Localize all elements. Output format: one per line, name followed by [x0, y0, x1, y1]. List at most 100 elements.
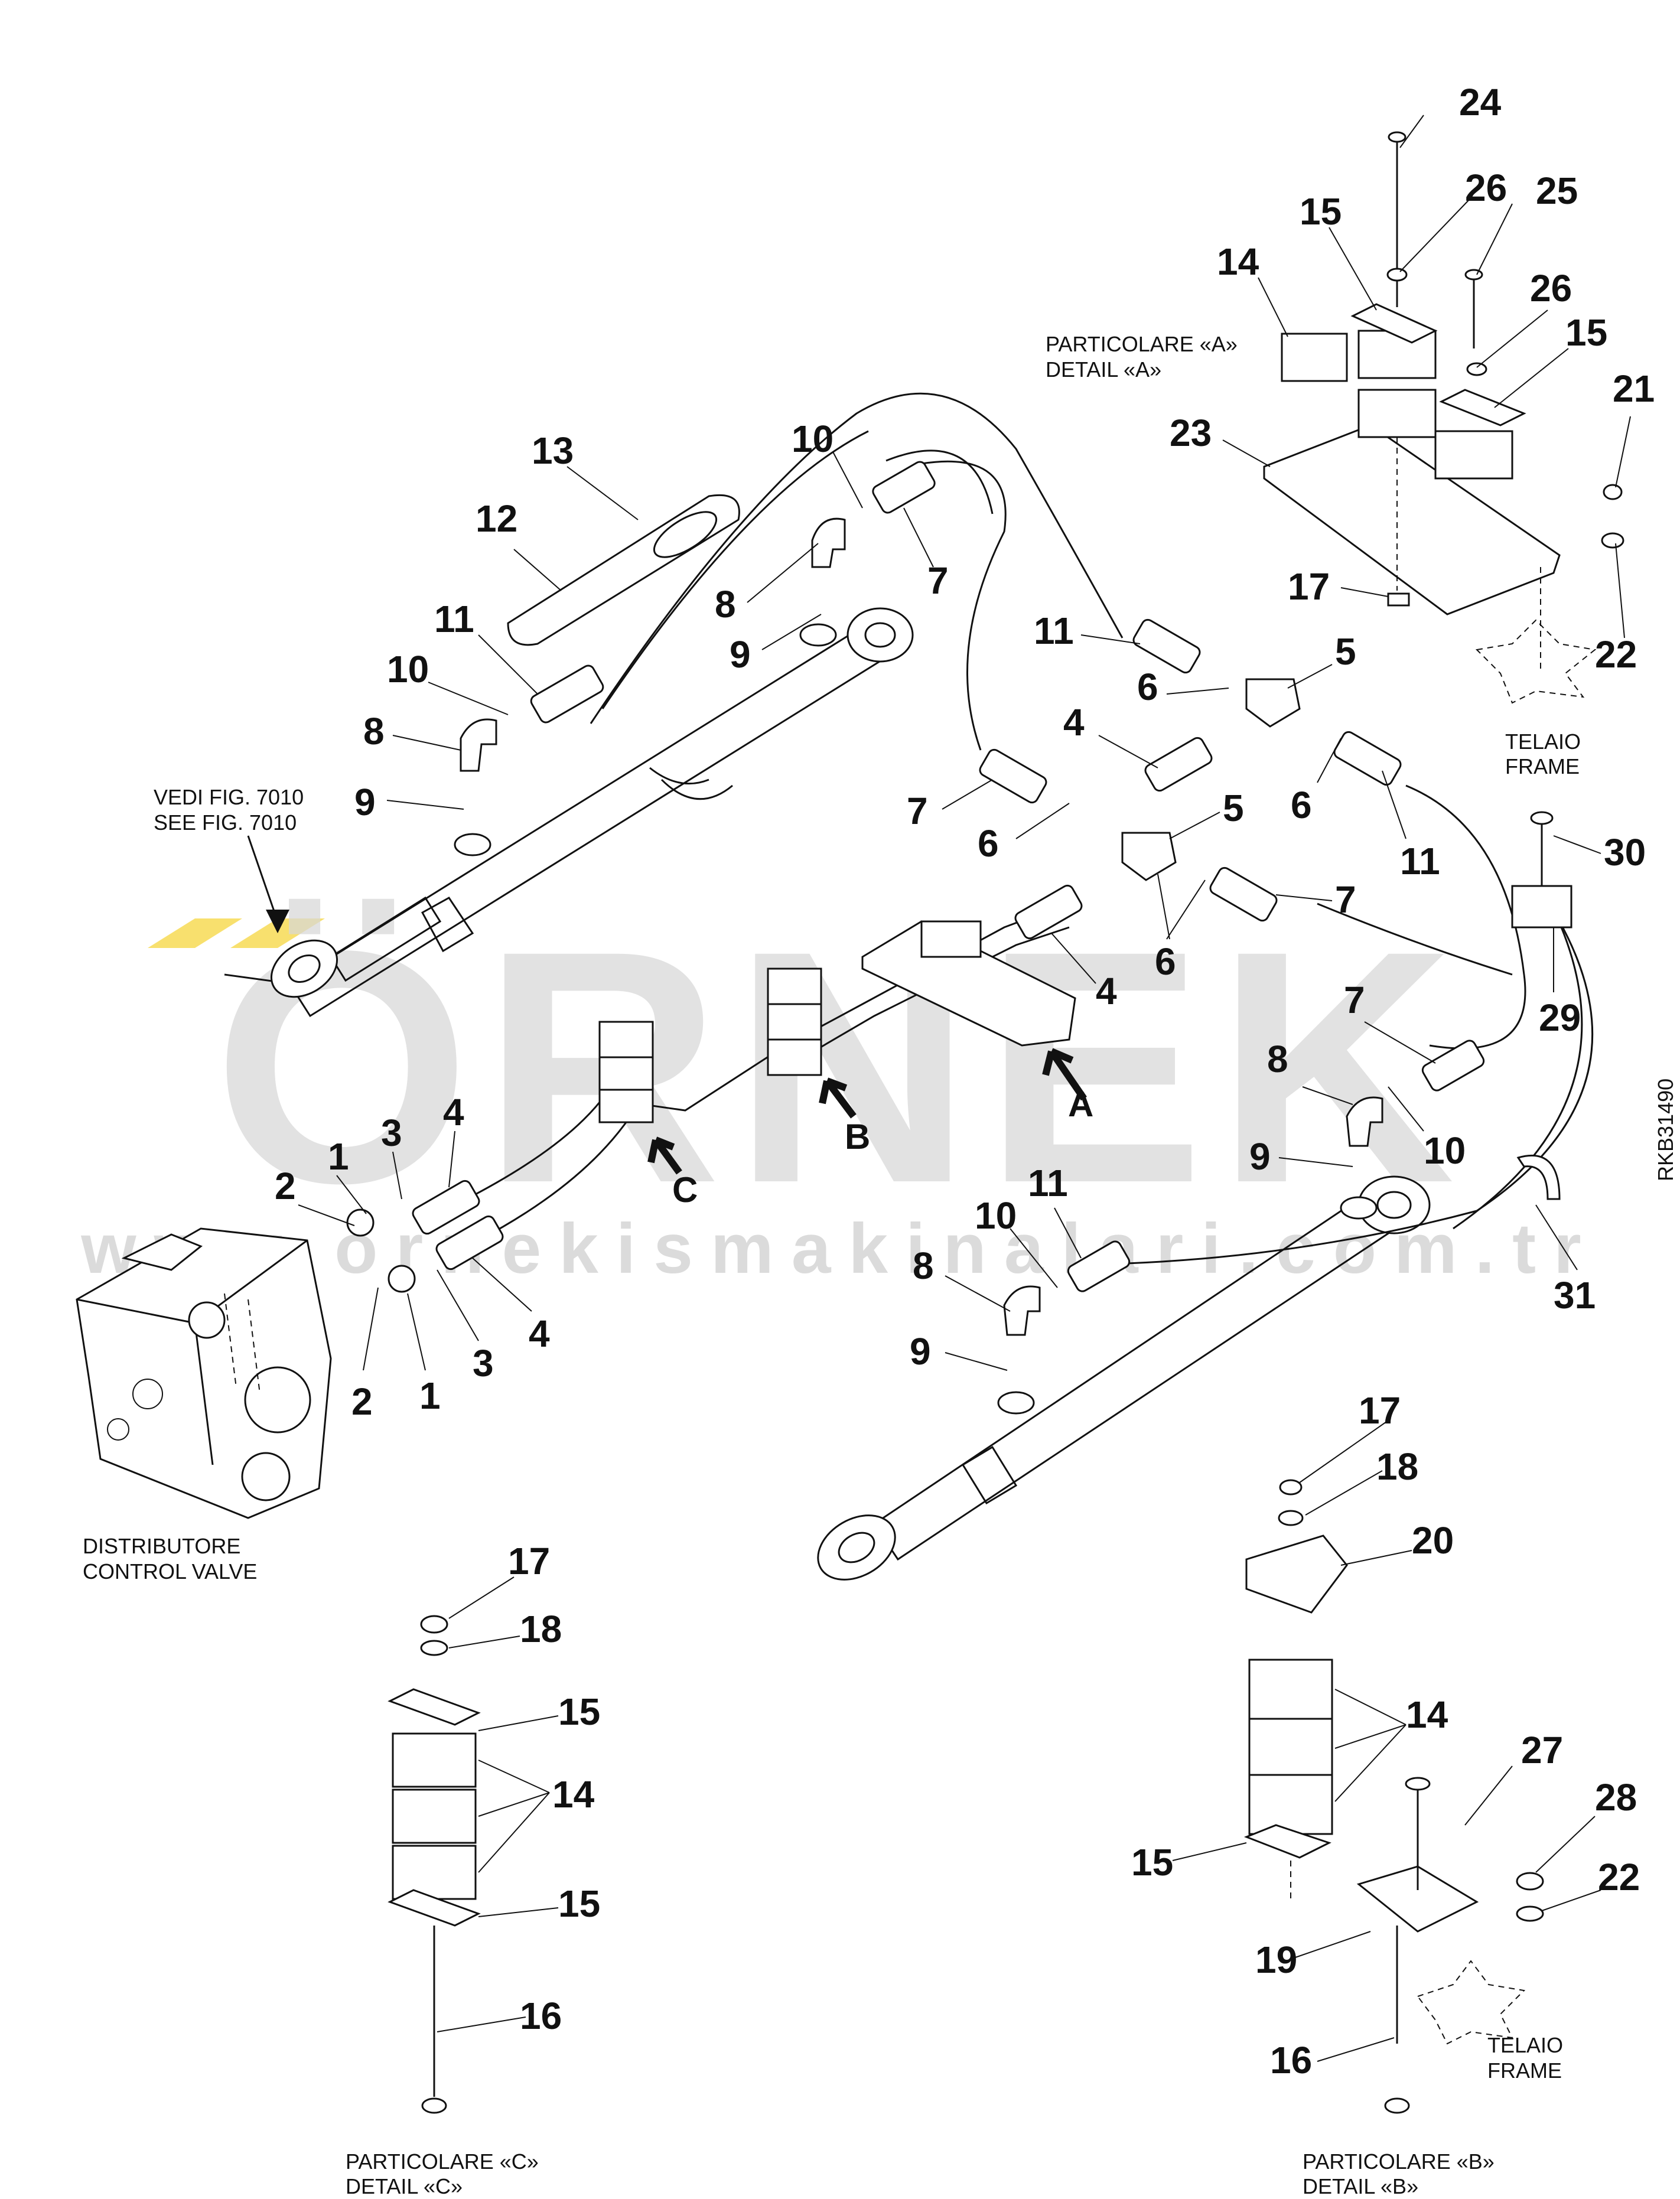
callout: 14 [1217, 240, 1259, 283]
callout: 22 [1595, 633, 1637, 676]
detail-c-caption-line1: PARTICOLARE «C» [346, 2149, 539, 2174]
callout: 2 [351, 1380, 373, 1423]
control-valve [76, 1227, 332, 1519]
callout: 3 [473, 1342, 494, 1384]
view-letter-b: B [845, 1117, 870, 1156]
callout: 7 [1344, 979, 1365, 1021]
callout-numbers: 24 26 25 15 14 26 15 21 23 17 22 13 12 1… [275, 81, 1655, 2081]
callout: 1 [419, 1374, 441, 1417]
control-valve-line1: DISTRIBUTORE [83, 1534, 240, 1558]
clamp-brackets [598, 811, 1572, 1200]
callout: 4 [443, 1091, 464, 1133]
callout: 17 [1288, 565, 1330, 608]
callout: 16 [1270, 2039, 1312, 2081]
callout: 20 [1412, 1519, 1454, 1562]
watermark-url: www.ornekismakinalari.com.tr [80, 1209, 1599, 1288]
callout: 15 [1565, 311, 1607, 354]
callout: 11 [1400, 840, 1440, 882]
callout: 10 [1424, 1129, 1466, 1172]
callout: 13 [532, 429, 574, 472]
callout: 29 [1539, 996, 1581, 1039]
callout: 18 [1376, 1445, 1418, 1488]
callout: 8 [363, 710, 385, 752]
callout: 9 [730, 633, 751, 676]
callout: 7 [907, 790, 928, 832]
callout: 11 [1028, 1162, 1068, 1204]
callout: 23 [1170, 412, 1212, 454]
frame-bottom-line2: FRAME [1487, 2058, 1562, 2083]
callout: 25 [1536, 170, 1578, 212]
callout: 12 [476, 497, 517, 540]
callout: 11 [1034, 610, 1074, 652]
callout: 28 [1595, 1776, 1637, 1819]
callout: 14 [1406, 1693, 1448, 1736]
callout: 5 [1223, 787, 1244, 829]
callout: 1 [328, 1135, 349, 1178]
detail-c-caption-line2: DETAIL «C» [346, 2174, 463, 2198]
detail-a-caption-line2: DETAIL «A» [1046, 357, 1161, 382]
callout: 3 [381, 1112, 402, 1154]
view-arrows: A B C [647, 1048, 1093, 1210]
callout: 9 [354, 781, 376, 823]
frame-top-line2: FRAME [1505, 754, 1580, 778]
callout: 6 [1155, 940, 1176, 983]
callout: 24 [1459, 81, 1502, 123]
see-fig-line1: VEDI FIG. 7010 [154, 785, 304, 809]
callout: 15 [558, 1882, 600, 1925]
callout: 18 [520, 1608, 562, 1650]
detail-b-caption-line1: PARTICOLARE «B» [1303, 2149, 1495, 2174]
callout: 6 [1291, 784, 1312, 826]
callout: 17 [1359, 1389, 1401, 1432]
callout: 6 [1137, 666, 1158, 708]
view-letter-a: A [1068, 1084, 1093, 1124]
callout: 31 [1554, 1274, 1596, 1317]
leader-lines [298, 115, 1631, 2062]
callout: 5 [1335, 630, 1356, 673]
detail-b [1243, 1479, 1544, 2114]
frame-top-line1: TELAIO [1505, 729, 1581, 754]
callout: 16 [520, 1995, 562, 2037]
callout: 4 [1063, 701, 1085, 744]
callout: 19 [1255, 1939, 1297, 1981]
callout: 10 [792, 418, 834, 460]
callout: 22 [1598, 1856, 1640, 1898]
callout: 26 [1530, 267, 1572, 310]
hose-sleeve [507, 494, 740, 646]
fittings [346, 461, 1485, 1336]
callout: 11 [434, 598, 474, 640]
detail-a [1263, 131, 1624, 704]
callout: 4 [1096, 970, 1117, 1012]
see-fig-line2: SEE FIG. 7010 [154, 810, 297, 835]
captions: PARTICOLARE «A» DETAIL «A» TELAIO FRAME … [83, 332, 1678, 2198]
callout: 8 [715, 583, 736, 626]
callout: 21 [1613, 367, 1655, 410]
detail-c [388, 1615, 481, 2114]
callout: 30 [1604, 831, 1646, 874]
callout: 26 [1465, 167, 1507, 209]
callout: 7 [1335, 878, 1356, 921]
cylinder-upper [224, 607, 914, 1018]
watermark-brand: ÖRNEK [213, 882, 1467, 1252]
cylinder-lower [817, 1175, 1431, 1581]
callout: 8 [913, 1245, 934, 1287]
callout: 9 [910, 1330, 931, 1373]
callout: 9 [1249, 1135, 1271, 1178]
callout: 15 [1131, 1841, 1173, 1884]
callout: 27 [1521, 1729, 1563, 1771]
watermark: ÖRNEK www.ornekismakinalari.com.tr [80, 882, 1599, 1288]
detail-b-caption-line2: DETAIL «B» [1303, 2174, 1418, 2198]
callout: 15 [558, 1690, 600, 1733]
drawing-code: RKB31490 [1653, 1079, 1678, 1181]
callout: 10 [387, 648, 429, 690]
callout: 2 [275, 1165, 296, 1207]
control-valve-line2: CONTROL VALVE [83, 1559, 257, 1584]
callout: 8 [1267, 1038, 1288, 1080]
detail-a-caption-line1: PARTICOLARE «A» [1046, 332, 1238, 356]
frame-bottom-line1: TELAIO [1487, 2033, 1563, 2057]
callout: 10 [975, 1194, 1017, 1237]
view-letter-c: C [672, 1170, 698, 1210]
callout: 17 [508, 1540, 550, 1582]
callout: 15 [1300, 190, 1342, 233]
callout: 14 [552, 1773, 595, 1816]
